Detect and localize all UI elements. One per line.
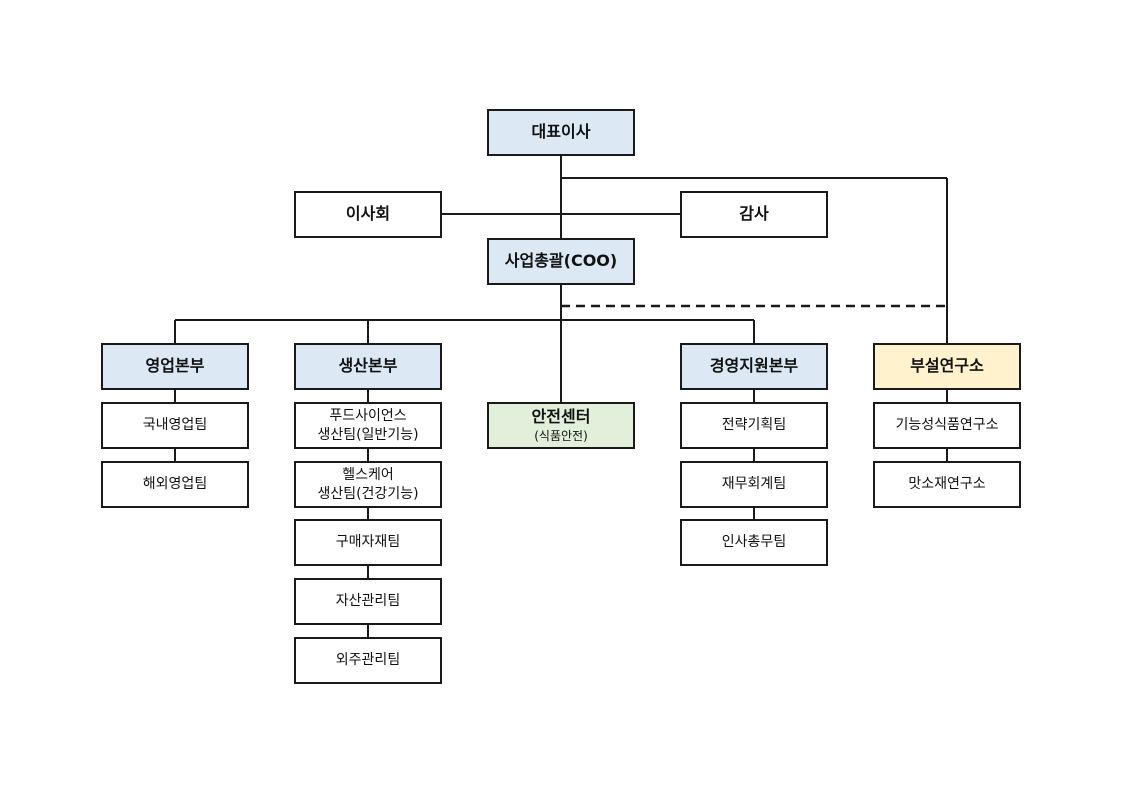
management-team-box: 재무회계팀 bbox=[680, 461, 828, 508]
sales-team-box: 국내영업팀 bbox=[101, 402, 249, 449]
team-label: 생산팀(건강기능) bbox=[317, 485, 419, 502]
team-label: 생산팀(일반기능) bbox=[317, 426, 419, 443]
production-team-box: 헬스케어 생산팀(건강기능) bbox=[294, 461, 442, 508]
production-team-box: 외주관리팀 bbox=[294, 637, 442, 684]
production-division-box: 생산본부 bbox=[294, 343, 442, 390]
production-team-box: 자산관리팀 bbox=[294, 578, 442, 625]
team-label: 헬스케어 bbox=[342, 467, 394, 484]
management-team-box: 인사총무팀 bbox=[680, 519, 828, 566]
board-box: 이사회 bbox=[294, 191, 442, 238]
safety-center-box: 안전센터 (식품안전) bbox=[487, 402, 635, 449]
safety-center-title: 안전센터 bbox=[531, 406, 591, 426]
lab-team-box: 기능성식품연구소 bbox=[873, 402, 1021, 449]
ceo-box: 대표이사 bbox=[487, 109, 635, 156]
safety-center-subtitle: (식품안전) bbox=[534, 428, 588, 443]
lab-team-box: 맛소재연구소 bbox=[873, 461, 1021, 508]
audit-box: 감사 bbox=[680, 191, 828, 238]
sales-division-box: 영업본부 bbox=[101, 343, 249, 390]
sales-team-box: 해외영업팀 bbox=[101, 461, 249, 508]
management-division-box: 경영지원본부 bbox=[680, 343, 828, 390]
research-lab-box: 부설연구소 bbox=[873, 343, 1021, 390]
team-label: 푸드사이언스 bbox=[329, 408, 407, 425]
management-team-box: 전략기획팀 bbox=[680, 402, 828, 449]
production-team-box: 구매자재팀 bbox=[294, 519, 442, 566]
production-team-box: 푸드사이언스 생산팀(일반기능) bbox=[294, 402, 442, 449]
coo-box: 사업총괄(COO) bbox=[487, 238, 635, 285]
